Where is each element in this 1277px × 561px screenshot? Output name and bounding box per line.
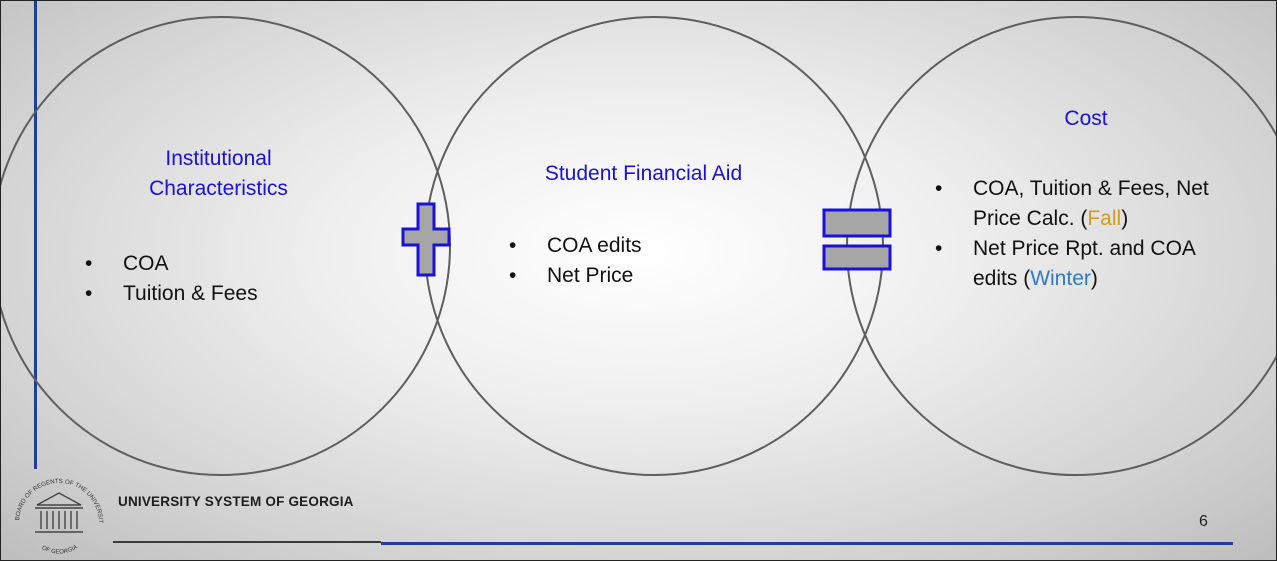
svg-text:OF GEORGIA: OF GEORGIA [41,544,79,555]
circle-middle-title: Student Financial Aid [544,162,743,185]
list-item: COA, Tuition & Fees, Net Price Calc. (Fa… [935,174,1210,234]
plus-icon [401,202,451,277]
list-item: Net Price [509,261,769,291]
svg-text:BOARD OF REGENTS OF THE UNIVER: BOARD OF REGENTS OF THE UNIVERSITY SYSTE… [5,471,104,524]
circle-middle-bullets: COA edits Net Price [509,231,769,291]
footer-divider-dark [113,541,381,543]
fall-highlight: Fall [1087,207,1122,230]
circle-left-bullets: COA Tuition & Fees [85,249,345,309]
circle-institutional-characteristics [1,16,451,476]
list-item: Tuition & Fees [85,279,345,309]
circle-right-bullets: COA, Tuition & Fees, Net Price Calc. (Fa… [935,174,1210,294]
equals-icon [822,208,892,271]
usg-seal-logo: BOARD OF REGENTS OF THE UNIVERSITY SYSTE… [5,471,104,556]
org-name: UNIVERSITY SYSTEM OF GEORGIA [118,494,354,509]
list-item: Net Price Rpt. and COA edits (Winter) [935,234,1210,294]
list-item: COA [85,249,345,279]
circle-left-title: Institutional Characteristics [149,147,288,200]
footer-divider-blue [381,542,1233,545]
page-number: 6 [1199,513,1208,530]
circle-right-title: Cost [1064,107,1108,130]
winter-highlight: Winter [1030,267,1091,290]
list-item: COA edits [509,231,769,261]
